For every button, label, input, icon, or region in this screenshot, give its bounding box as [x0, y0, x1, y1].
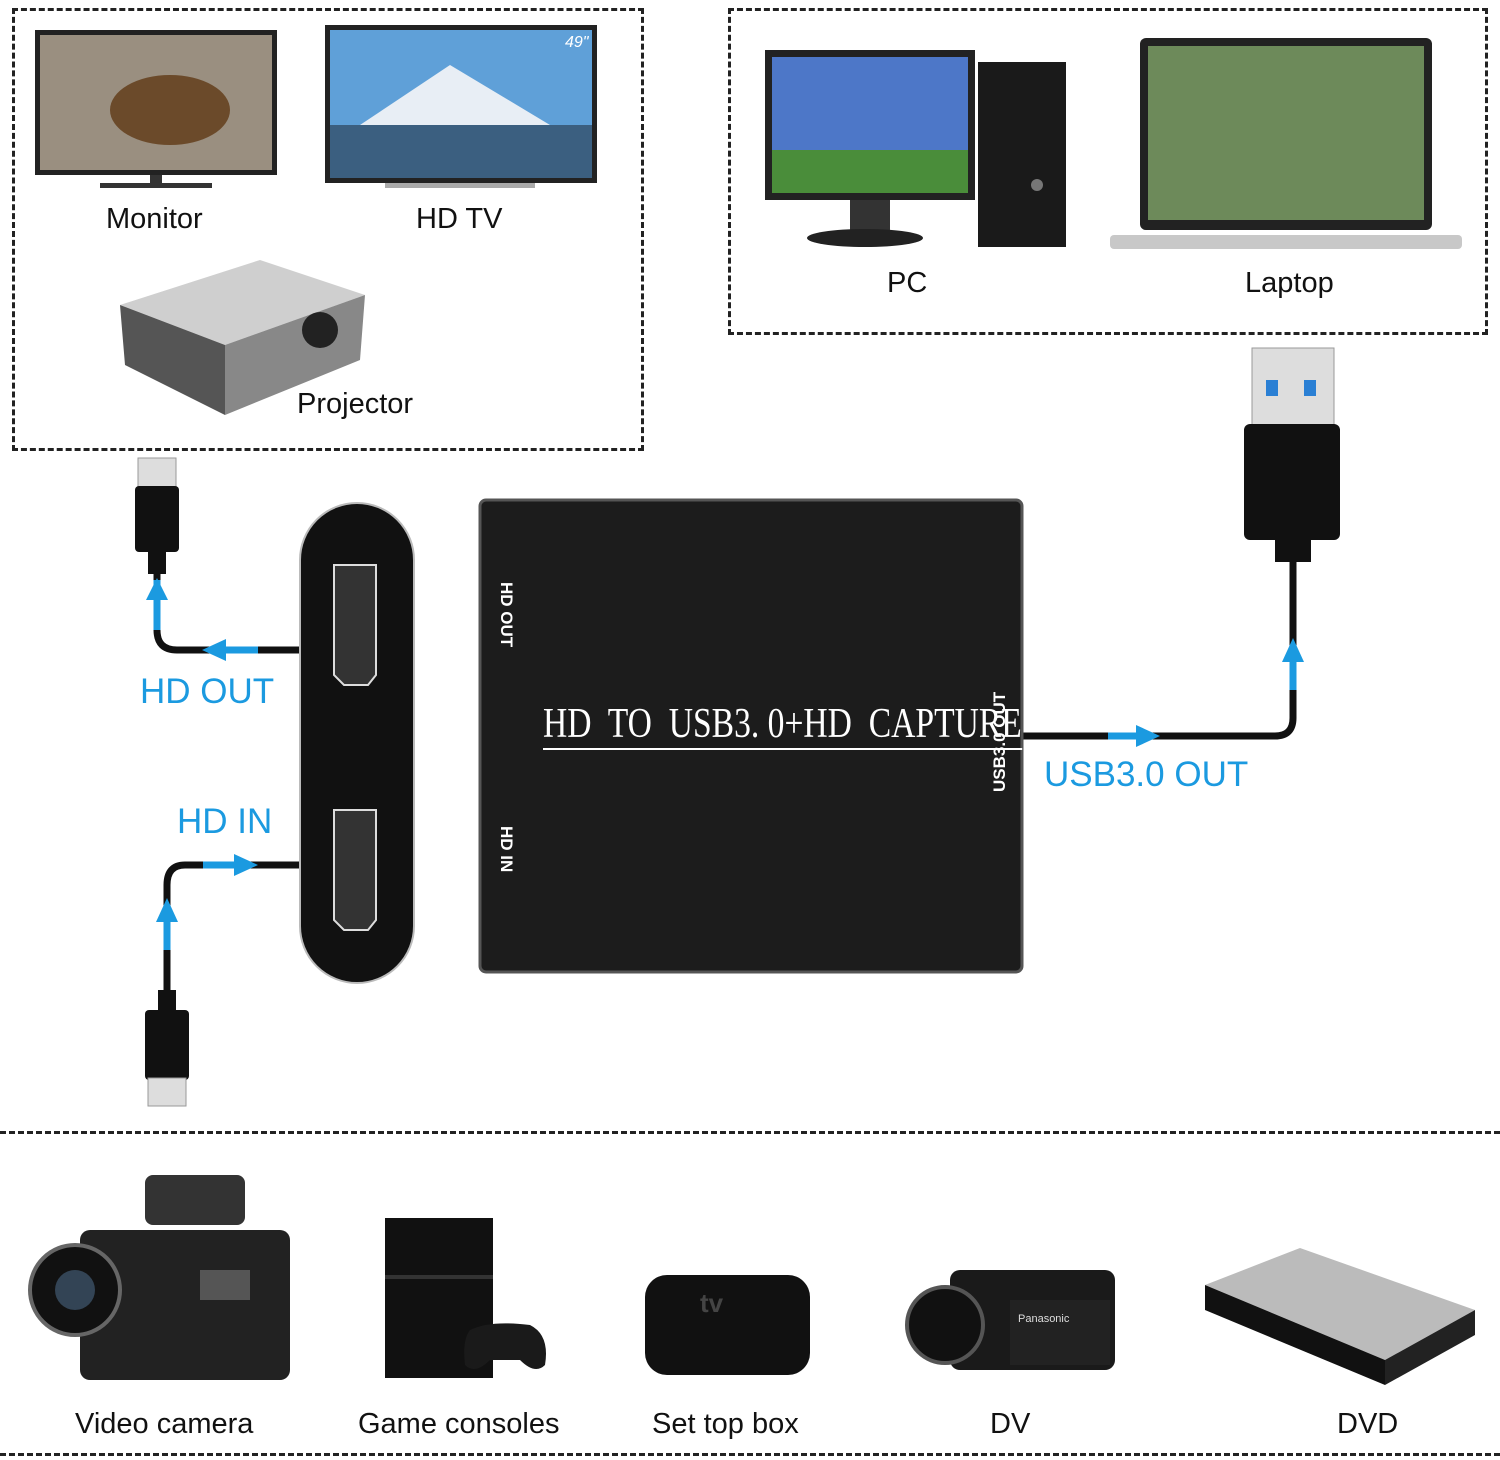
hdmi-out-plug-icon	[135, 457, 179, 574]
video-camera-label: Video camera	[75, 1408, 254, 1440]
svg-text:Panasonic: Panasonic	[1018, 1313, 1070, 1325]
set-top-box-label: Set top box	[652, 1408, 799, 1440]
sources-art: tv Panasonic	[28, 1175, 1475, 1385]
usb-plug-icon	[1244, 347, 1340, 562]
set-top-box-icon: tv	[645, 1275, 810, 1375]
game-console-icon	[385, 1218, 546, 1378]
usb-out-label: USB3.0 OUT	[1044, 755, 1249, 794]
hd-out-cable	[153, 574, 300, 654]
hd-out-label: HD OUT	[140, 672, 275, 711]
tv-size-label: 49"	[565, 34, 590, 51]
desktop-pc-icon	[765, 50, 1066, 247]
computers-group	[728, 8, 1488, 335]
hdmi-in-plug-icon	[145, 990, 189, 1107]
arrow-right-icon	[234, 854, 258, 876]
port-label-hd-in: HD IN	[497, 826, 516, 873]
port-label-hd-out: HD OUT	[497, 582, 516, 648]
svg-text:tv: tv	[700, 1288, 724, 1318]
game-consoles-label: Game consoles	[358, 1408, 560, 1440]
dv-label: DV	[990, 1408, 1031, 1440]
laptop-icon	[1110, 38, 1462, 249]
output-displays-group	[12, 8, 644, 451]
projector-label: Projector	[297, 388, 414, 420]
tv-icon	[325, 25, 597, 188]
camcorder-icon: Panasonic	[905, 1270, 1115, 1370]
pc-label: PC	[887, 267, 928, 299]
hd-in-label: HD IN	[177, 802, 273, 841]
video-camera-icon	[28, 1175, 290, 1380]
sources-bottom-divider	[0, 1453, 1500, 1456]
monitor-label: Monitor	[106, 203, 203, 235]
device-title: HD TO USB3. 0+HD CAPTURE	[543, 700, 1022, 750]
capture-device-body	[478, 498, 1024, 974]
hd-in-cable	[163, 861, 300, 995]
usb-cable	[1022, 560, 1297, 740]
arrow-up-icon	[156, 898, 178, 922]
computers-art	[765, 38, 1462, 249]
hdtv-label: HD TV	[416, 203, 503, 235]
hdmi-port-panel	[299, 502, 415, 984]
dvd-player-icon	[1205, 1248, 1475, 1385]
projector-icon	[120, 260, 365, 415]
cable-diagram	[135, 347, 1340, 1107]
arrow-up-icon	[1282, 638, 1304, 662]
arrow-left-icon	[202, 639, 226, 661]
arrow-right-icon	[1136, 725, 1160, 747]
monitor-icon	[35, 30, 277, 188]
output-displays-art: 49"	[35, 25, 597, 415]
laptop-label: Laptop	[1245, 267, 1334, 299]
sources-top-divider	[0, 1131, 1500, 1134]
dvd-label: DVD	[1337, 1408, 1399, 1440]
